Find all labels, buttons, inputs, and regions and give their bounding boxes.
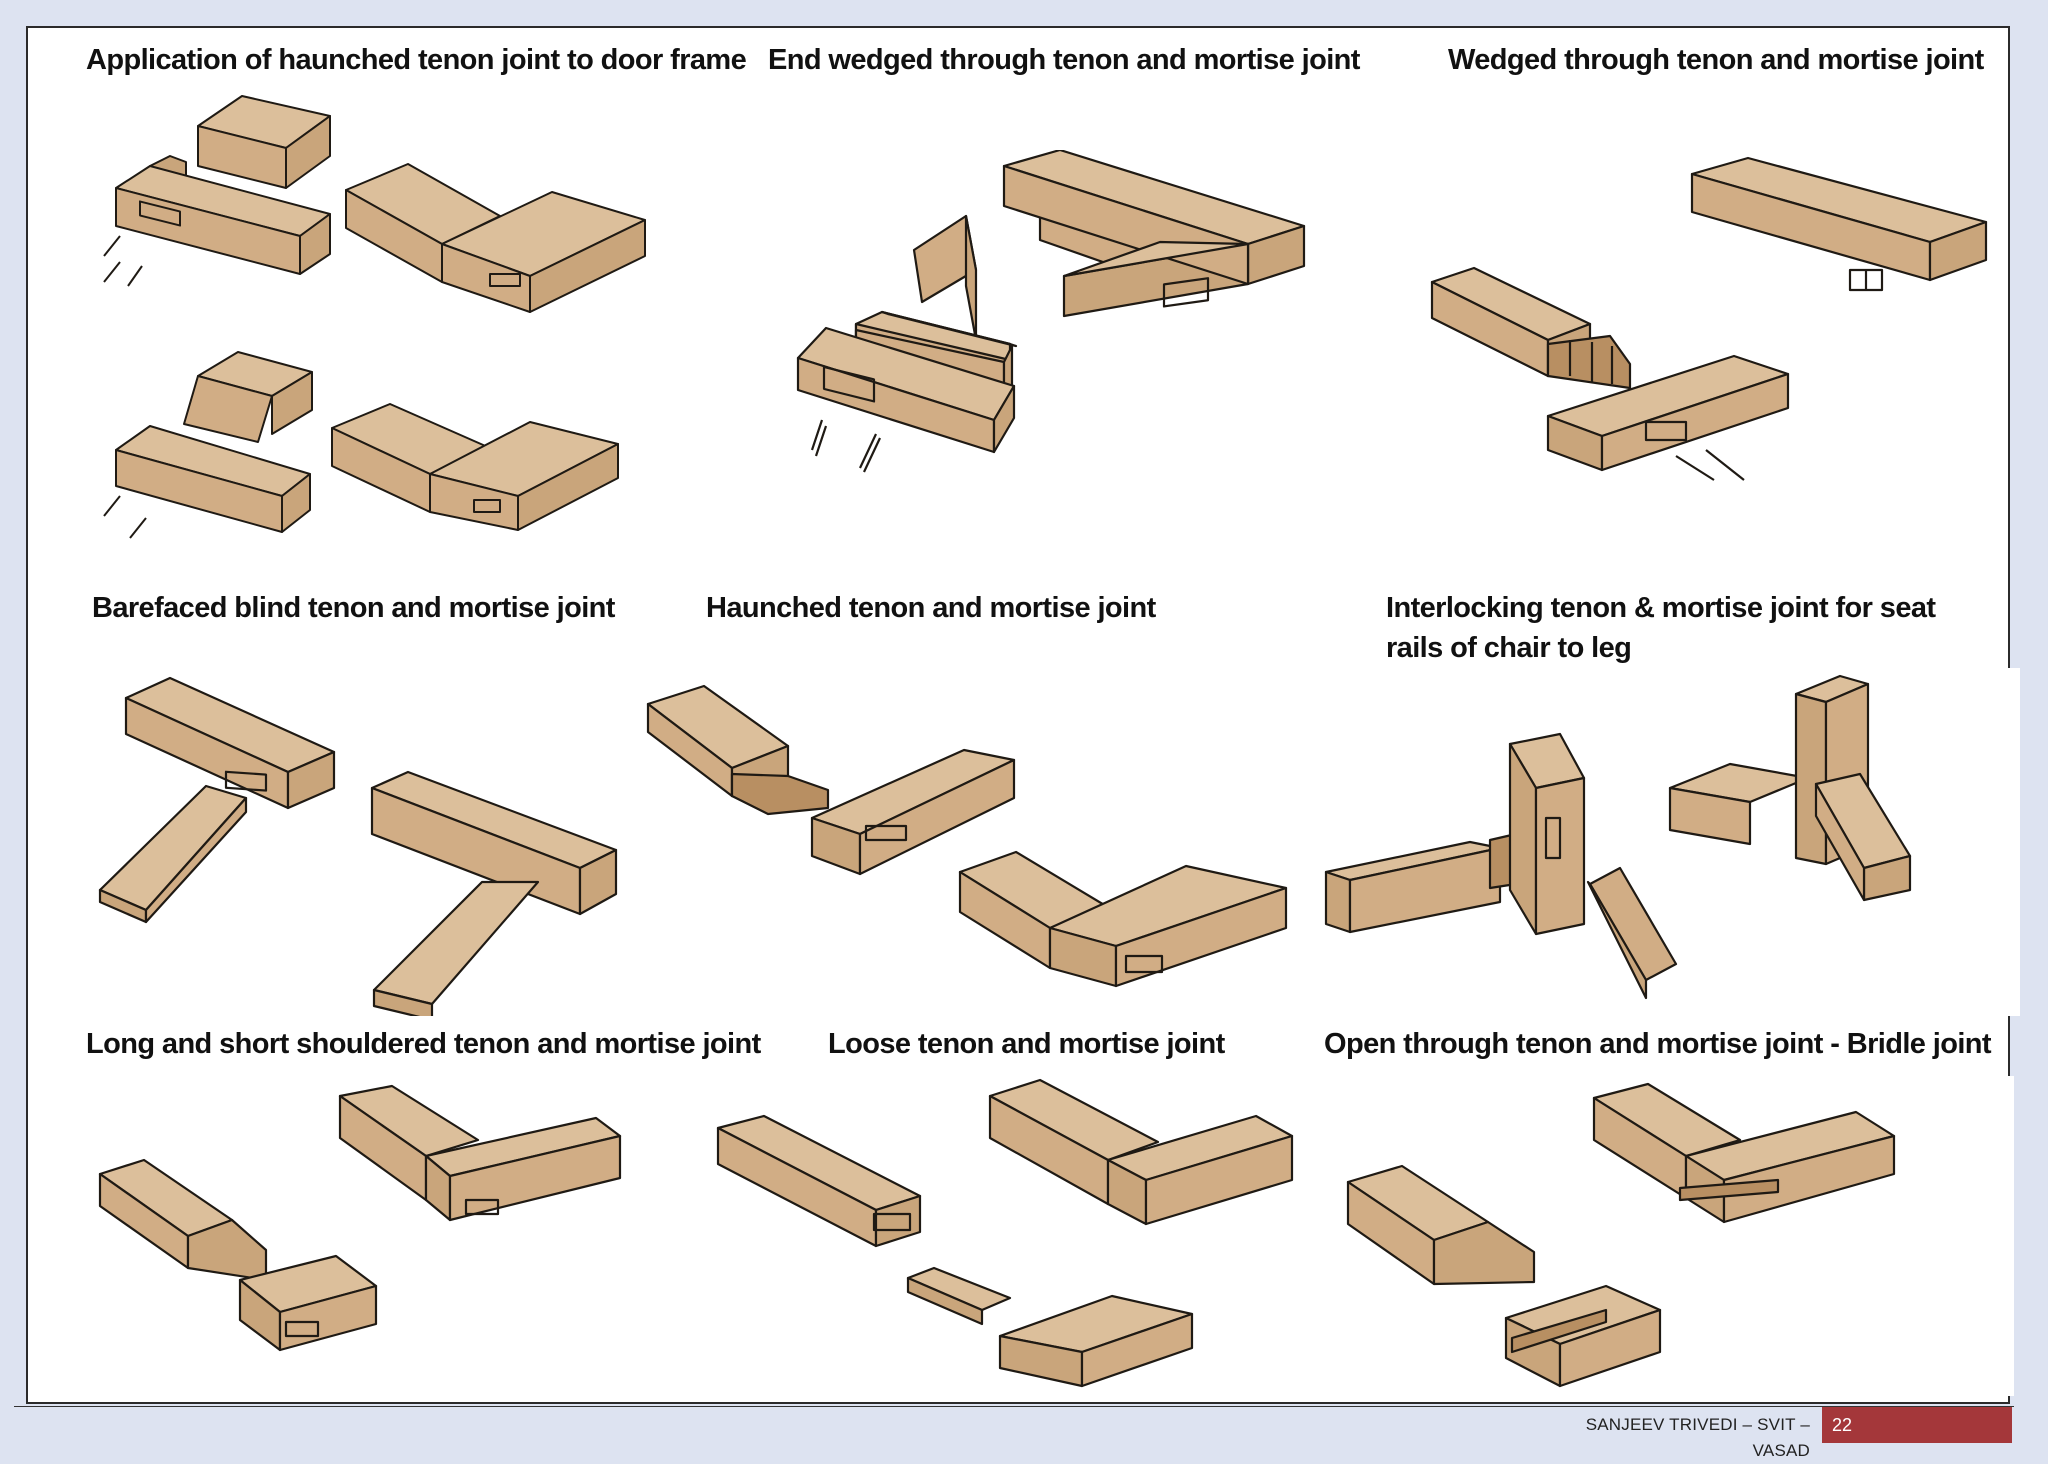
long-short-shouldered-diagram: [86, 1080, 646, 1390]
barefaced-blind-tenon-diagram: [86, 668, 646, 1016]
bridle-joint-diagram: [1334, 1076, 2014, 1396]
footer-author: SANJEEV TRIVEDI – SVIT – VASAD: [1585, 1415, 1810, 1460]
caption-loose-tenon: Loose tenon and mortise joint: [828, 1028, 1225, 1060]
haunched-door-frame-diagram: [90, 86, 670, 580]
loose-tenon-diagram: [700, 1076, 1320, 1396]
end-wedged-through-tenon-diagram: [740, 150, 1320, 500]
caption-barefaced-blind: Barefaced blind tenon and mortise joint: [92, 592, 615, 624]
wedged-through-tenon-diagram: [1420, 150, 2000, 500]
page-number-badge: 22: [1822, 1407, 2012, 1443]
caption-haunched-tenon: Haunched tenon and mortise joint: [706, 592, 1156, 624]
caption-interlocking-tenon: Interlocking tenon & mortise joint for s…: [1386, 592, 1936, 664]
caption-wedged-through: Wedged through tenon and mortise joint: [1448, 44, 1984, 76]
caption-haunched-door-frame: Application of haunched tenon joint to d…: [86, 44, 747, 76]
haunched-tenon-diagram: [640, 676, 1300, 1012]
interlocking-tenon-diagram: [1320, 668, 2020, 1016]
caption-long-short-shouldered: Long and short shouldered tenon and mort…: [86, 1028, 761, 1060]
caption-bridle-joint: Open through tenon and mortise joint - B…: [1324, 1028, 1992, 1060]
footer-divider: [14, 1406, 2014, 1407]
caption-end-wedged-through: End wedged through tenon and mortise joi…: [768, 44, 1360, 76]
